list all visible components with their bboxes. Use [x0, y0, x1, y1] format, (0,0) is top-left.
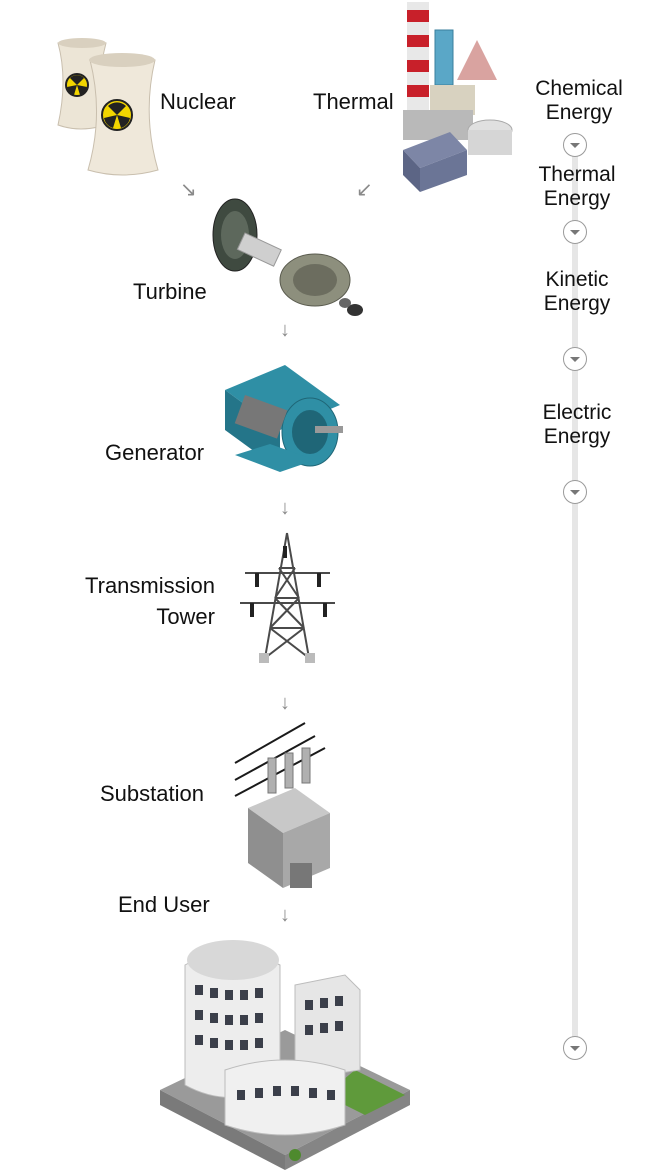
- label-transmission-tower: Transmission Tower: [70, 570, 215, 632]
- energy-thermal-line1: Thermal: [538, 163, 616, 186]
- energy-timeline-track: [572, 142, 578, 1048]
- label-substation: Substation: [100, 781, 204, 806]
- buildings-icon: [160, 940, 410, 1170]
- substation-icon: [234, 722, 330, 888]
- down-arrow-icon: ↓: [280, 319, 290, 341]
- energy-electric-line2: Energy: [543, 425, 611, 448]
- label-end-user: End User: [118, 892, 210, 917]
- energy-electric-line1: Electric: [542, 401, 612, 424]
- energy-thermal-line2: Energy: [543, 187, 611, 210]
- chevron-down-icon: [570, 143, 580, 148]
- energy-kinetic-line1: Kinetic: [545, 268, 609, 291]
- down-arrow-icon: ↙: [356, 179, 373, 201]
- down-arrow-icon: ↓: [280, 692, 290, 714]
- energy-node-chemical[interactable]: [563, 133, 587, 157]
- chevron-down-icon: [570, 1046, 580, 1051]
- energy-node-kinetic[interactable]: [563, 347, 587, 371]
- chevron-down-icon: [570, 357, 580, 362]
- down-arrow-icon: ↓: [280, 904, 290, 926]
- energy-label-chemical: Chemical Energy: [519, 77, 639, 125]
- generator-icon: [225, 365, 343, 472]
- thermal-plant-icon: [403, 2, 513, 192]
- down-arrow-icon: ↓: [280, 497, 290, 519]
- label-nuclear: Nuclear: [160, 89, 236, 114]
- energy-chemical-line2: Energy: [545, 101, 613, 124]
- energy-node-thermal[interactable]: [563, 220, 587, 244]
- chevron-down-icon: [570, 490, 580, 495]
- energy-node-electric[interactable]: [563, 480, 587, 504]
- transmission-tower-icon: [240, 532, 335, 663]
- nuclear-plant-icon: [57, 38, 159, 176]
- label-thermal: Thermal: [313, 89, 394, 114]
- turbine-icon: [212, 198, 363, 316]
- label-turbine: Turbine: [133, 279, 207, 304]
- energy-kinetic-line2: Energy: [543, 292, 611, 315]
- energy-label-electric: Electric Energy: [517, 401, 637, 449]
- energy-node-end[interactable]: [563, 1036, 587, 1060]
- label-generator: Generator: [105, 440, 205, 465]
- energy-label-kinetic: Kinetic Energy: [517, 268, 637, 316]
- down-arrow-icon: ↘: [180, 179, 197, 201]
- energy-chemical-line1: Chemical: [535, 77, 623, 100]
- label-transmission-line1: Transmission: [85, 573, 215, 598]
- chevron-down-icon: [570, 230, 580, 235]
- energy-label-thermal: Thermal Energy: [517, 163, 637, 211]
- label-transmission-line2: Tower: [156, 604, 215, 629]
